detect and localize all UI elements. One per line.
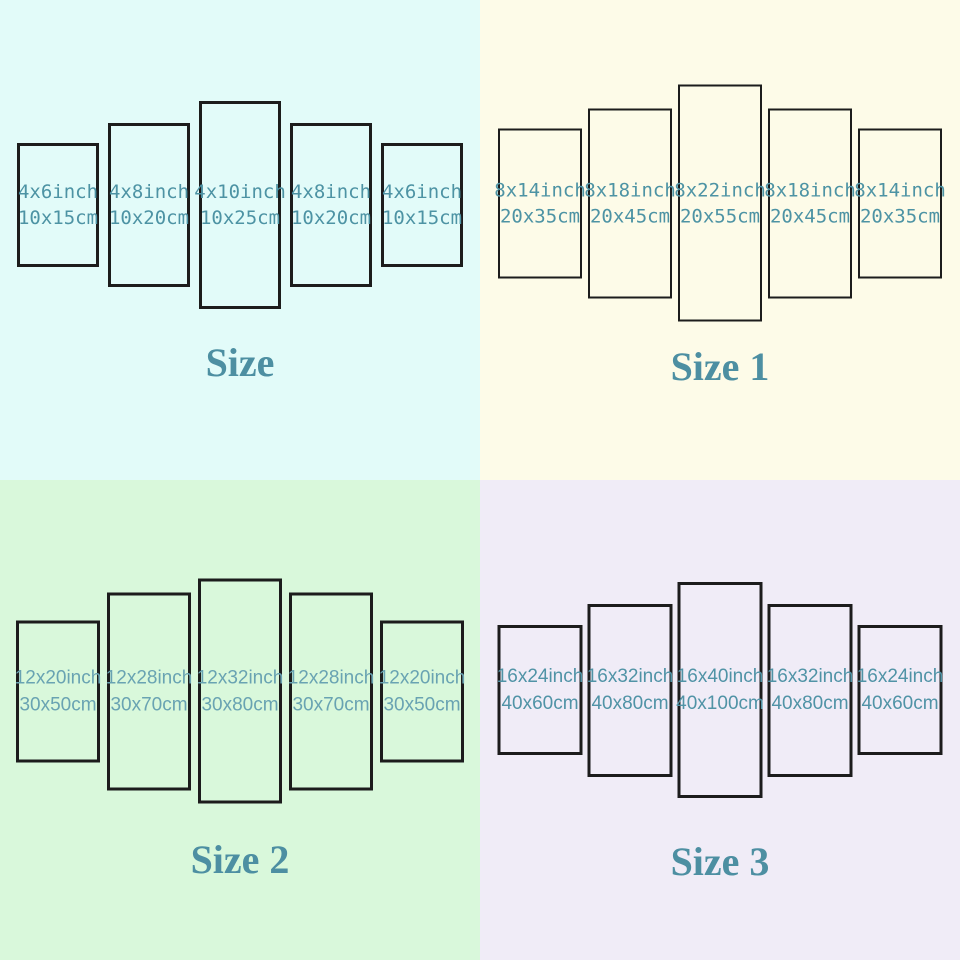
size-chart-quadrant-size-2: 12x20inch 30x50cm 12x28inch 30x70cm 12x32inc… <box>0 480 480 960</box>
panel-cm-label: 10x25cm <box>199 207 281 229</box>
canvas-panel: 8x22inch 20x55cm <box>674 84 766 322</box>
canvas-panel: 16x32inch 40x80cm <box>586 603 674 777</box>
panel-row: 16x24inch 40x60cm 16x32inch 40x80cm 16x40inc… <box>496 582 944 798</box>
panel-inch-label: 8x14inch <box>494 179 586 201</box>
panel-cm-label: 40x60cm <box>861 693 939 714</box>
canvas-panel: 8x14inch 20x35cm <box>854 128 946 278</box>
canvas-panel: 16x40inch 40x100cm <box>676 582 764 798</box>
canvas-panel: 4x8inch 10x20cm <box>108 123 190 287</box>
canvas-panel: 12x28inch 30x70cm <box>287 592 375 790</box>
panel-cm-label: 40x100cm <box>676 693 764 714</box>
canvas-panel: 4x8inch 10x20cm <box>290 123 372 287</box>
panel-cm-label: 40x80cm <box>591 693 669 714</box>
panel-inch-label: 16x24inch <box>856 666 944 687</box>
panel-cm-label: 30x50cm <box>383 694 461 715</box>
panel-inch-label: 4x6inch <box>17 181 99 203</box>
panel-inch-label: 12x32inch <box>196 667 284 688</box>
canvas-panel: 16x32inch 40x80cm <box>766 603 854 777</box>
panel-inch-label: 8x22inch <box>674 179 766 201</box>
panel-inch-label: 4x10inch <box>194 181 286 203</box>
panel-inch-label: 12x20inch <box>14 667 102 688</box>
panel-cm-label: 20x35cm <box>859 205 941 227</box>
panel-cm-label: 30x70cm <box>110 694 188 715</box>
panel-inch-label: 12x20inch <box>378 667 466 688</box>
panel-inch-label: 16x32inch <box>586 666 674 687</box>
panel-cm-label: 30x70cm <box>292 694 370 715</box>
panel-inch-label: 16x24inch <box>496 666 584 687</box>
panel-cm-label: 20x45cm <box>589 205 671 227</box>
panel-cm-label: 40x80cm <box>771 693 849 714</box>
panel-inch-label: 12x28inch <box>105 667 193 688</box>
panel-inch-label: 4x8inch <box>290 181 372 203</box>
panel-row: 12x20inch 30x50cm 12x28inch 30x70cm 12x32inc… <box>14 578 466 804</box>
panel-cm-label: 20x35cm <box>499 205 581 227</box>
quadrant-title: Size <box>205 340 275 385</box>
panel-cm-label: 10x15cm <box>17 207 99 229</box>
panel-cm-label: 20x55cm <box>679 205 761 227</box>
panel-cm-label: 30x80cm <box>201 694 279 715</box>
canvas-panel: 4x6inch 10x15cm <box>17 143 99 267</box>
panel-inch-label: 12x28inch <box>287 667 375 688</box>
panel-inch-label: 4x8inch <box>108 181 190 203</box>
panel-inch-label: 8x14inch <box>854 179 946 201</box>
canvas-panel: 4x6inch 10x15cm <box>381 143 463 267</box>
canvas-panel: 12x28inch 30x70cm <box>105 592 193 790</box>
canvas-panel: 12x20inch 30x50cm <box>14 620 102 762</box>
canvas-panel: 16x24inch 40x60cm <box>856 625 944 755</box>
quadrant-title: Size 2 <box>190 837 290 882</box>
panel-cm-label: 30x50cm <box>19 694 97 715</box>
panel-cm-label: 10x15cm <box>381 207 463 229</box>
quadrant-title: Size 1 <box>670 344 770 389</box>
canvas-panel: 16x24inch 40x60cm <box>496 625 584 755</box>
canvas-panel: 8x14inch 20x35cm <box>494 128 586 278</box>
canvas-panel: 4x10inch 10x25cm <box>194 101 286 309</box>
panel-inch-label: 16x32inch <box>766 666 854 687</box>
quadrant-title: Size 3 <box>670 839 770 884</box>
canvas-panel: 12x32inch 30x80cm <box>196 578 284 804</box>
canvas-panel: 12x20inch 30x50cm <box>378 620 466 762</box>
size-chart-quadrant-size-3: 16x24inch 40x60cm 16x32inch 40x80cm 16x40inc… <box>480 480 960 960</box>
panel-inch-label: 8x18inch <box>764 179 856 201</box>
canvas-panel: 8x18inch 20x45cm <box>584 108 676 298</box>
panel-inch-label: 16x40inch <box>676 666 764 687</box>
panel-cm-label: 10x20cm <box>108 207 190 229</box>
panel-cm-label: 40x60cm <box>501 693 579 714</box>
panel-inch-label: 8x18inch <box>584 179 676 201</box>
canvas-panel: 8x18inch 20x45cm <box>764 108 856 298</box>
panel-cm-label: 10x20cm <box>290 207 372 229</box>
panel-inch-label: 4x6inch <box>381 181 463 203</box>
panel-cm-label: 20x45cm <box>769 205 851 227</box>
